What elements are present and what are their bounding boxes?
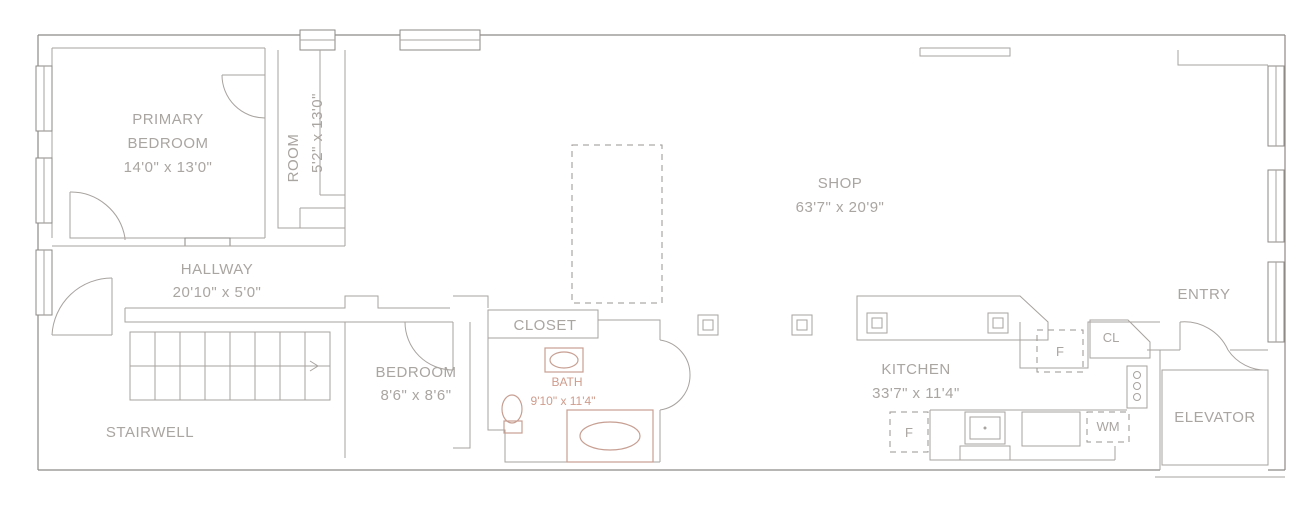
stairwell-label: STAIRWELL bbox=[106, 424, 194, 441]
bath-dims: 9'10" x 11'4" bbox=[531, 394, 596, 408]
columns bbox=[697, 314, 813, 336]
primary-bedroom-walls bbox=[52, 48, 346, 247]
room-label: ROOM bbox=[285, 134, 302, 183]
bath-label: BATH bbox=[551, 375, 582, 389]
kitchen-dims: 33'7" x 11'4" bbox=[872, 385, 960, 402]
bedroom-dims: 8'6" x 8'6" bbox=[380, 387, 451, 404]
freezer-box bbox=[889, 411, 929, 453]
stairwell-walls bbox=[51, 277, 489, 458]
kitchen-island bbox=[856, 295, 1049, 341]
kitchen-elements bbox=[856, 295, 1161, 470]
closet-label: CLOSET bbox=[513, 317, 576, 334]
workbench-outline bbox=[571, 144, 663, 304]
entry-label: ENTRY bbox=[1177, 286, 1230, 303]
elevator-shaft bbox=[1161, 369, 1269, 466]
fridge-label: F bbox=[1056, 344, 1064, 359]
freezer-label: F bbox=[905, 425, 913, 440]
shop-label: SHOP bbox=[818, 175, 863, 192]
bedroom-label: BEDROOM bbox=[375, 364, 456, 381]
closet-bath-walls bbox=[487, 309, 691, 463]
washer-box bbox=[1086, 411, 1130, 443]
kitchen-sink bbox=[964, 411, 1006, 445]
elevator-label: ELEVATOR bbox=[1174, 409, 1256, 426]
fridge-box bbox=[1036, 329, 1084, 373]
kitchen-label: KITCHEN bbox=[881, 361, 950, 378]
closet-small-label: CL bbox=[1103, 330, 1120, 345]
shop-elements bbox=[571, 144, 813, 336]
washer-label: WM bbox=[1096, 419, 1119, 434]
toilet-fixture bbox=[501, 394, 523, 424]
room-dims: 5'2" x 13'0" bbox=[309, 93, 326, 173]
room-labels: PRIMARY BEDROOM 14'0" x 13'0" ROOM 5'2" … bbox=[106, 93, 1256, 441]
hallway-dims: 20'10" x 5'0" bbox=[173, 284, 262, 301]
closet-small-box bbox=[1089, 319, 1151, 359]
primary-bedroom-label-1: PRIMARY bbox=[132, 111, 204, 128]
sink-fixture bbox=[544, 347, 584, 373]
dishwasher-unit bbox=[1021, 411, 1081, 447]
range-box bbox=[1126, 365, 1148, 409]
shop-dims: 63'7" x 20'9" bbox=[796, 199, 885, 216]
closet-box bbox=[487, 309, 599, 339]
stairs bbox=[129, 331, 331, 401]
primary-bedroom-label-2: BEDROOM bbox=[127, 135, 208, 152]
bathtub-fixture bbox=[566, 409, 654, 463]
windows bbox=[35, 29, 1285, 343]
entry-elevator bbox=[1160, 321, 1269, 466]
hallway-label: HALLWAY bbox=[181, 261, 253, 278]
primary-bedroom-dims: 14'0" x 13'0" bbox=[124, 159, 213, 176]
bath-fixtures bbox=[501, 347, 654, 463]
